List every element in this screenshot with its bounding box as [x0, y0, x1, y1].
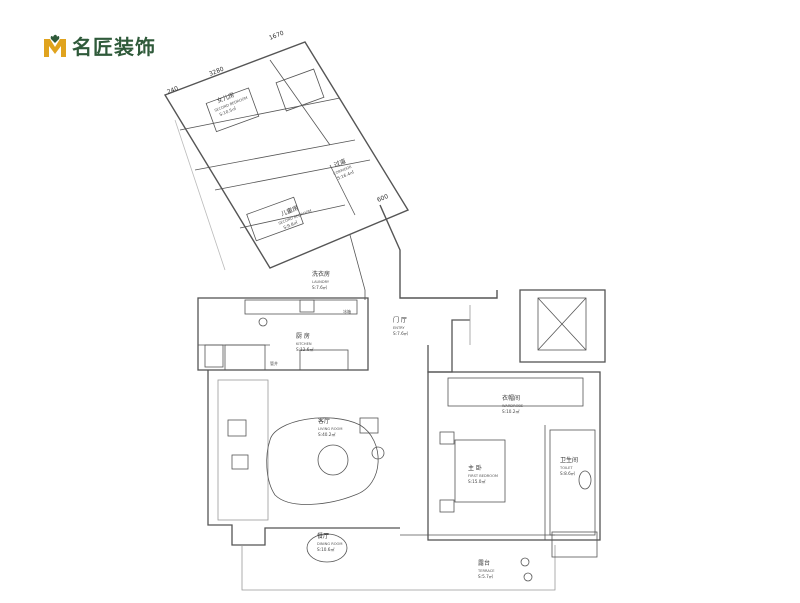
- upper-wing-walls: [163, 41, 410, 271]
- room-en: ENTRY: [393, 326, 405, 330]
- room-name: 衣帽间: [502, 394, 520, 402]
- room-name: 餐厅: [317, 532, 329, 540]
- room-en: FIRST BEDROOM: [468, 474, 498, 478]
- room-label-weishengjian: 卫生间 TOILET S:8.6㎡: [559, 456, 578, 476]
- room-en: LAUNDRY: [312, 280, 330, 284]
- master-suite-walls: [400, 371, 601, 558]
- fridge-label: 冰箱: [343, 308, 351, 314]
- room-area: S:7.6㎡: [393, 330, 409, 336]
- living-walls: [207, 370, 556, 591]
- room-label-lutai: 露台 TERRACE S:5.7㎡: [477, 559, 495, 579]
- room-area: S:40.2㎡: [318, 431, 336, 437]
- room-en: LIVING ROOM: [318, 427, 342, 431]
- brand-mark-icon: [42, 33, 68, 59]
- room-label-xiyifang: 洗衣房 LAUNDRY S:7.6㎡: [312, 270, 330, 290]
- dim-240: 240: [166, 85, 179, 96]
- room-label-menting: 门 厅 ENTRY S:7.6㎡: [393, 316, 409, 336]
- room-area: S:10.6㎡: [317, 546, 335, 552]
- room-en: KITCHEN: [296, 342, 312, 346]
- room-en: TERRACE: [477, 569, 495, 573]
- room-label-zhuwo: 主 卧 FIRST BEDROOM S:15.0㎡: [468, 464, 498, 484]
- room-label-canting: 餐厅 DINING ROOM S:10.6㎡: [317, 532, 342, 552]
- room-name: 厨 房: [296, 332, 310, 340]
- room-label-nuerfang: 女儿房 SECOND BEDROOM S:10.5㎡: [214, 91, 248, 117]
- entry-walls: [427, 289, 606, 373]
- brand-logo: 名匠装饰: [42, 31, 156, 60]
- room-name: 门 厅: [393, 316, 407, 324]
- room-area: S:10.2㎡: [502, 408, 520, 414]
- room-label-guodao: 过道 CORRIDOR S:16.4㎡: [333, 157, 356, 181]
- room-name: 过道: [333, 157, 347, 169]
- room-en: TOILET: [559, 466, 573, 470]
- dim-1670: 1670: [268, 30, 285, 42]
- room-area: S:8.6㎡: [560, 470, 576, 476]
- room-area: S:5.7㎡: [478, 573, 494, 579]
- room-en: CORRIDOR: [333, 165, 353, 176]
- room-name: 客厅: [318, 417, 330, 425]
- kitchen-walls: [197, 297, 369, 371]
- room-area: S:15.0㎡: [468, 478, 486, 484]
- room-en: DINING ROOM: [317, 542, 342, 546]
- room-name: 卫生间: [560, 456, 578, 464]
- room-label-yimaojian: 衣帽间 WARDROBE S:10.2㎡: [502, 394, 524, 414]
- room-label-keting: 客厅 LIVING ROOM S:40.2㎡: [318, 417, 342, 437]
- room-name: 主 卧: [468, 464, 482, 472]
- brand-name: 名匠装饰: [72, 35, 156, 59]
- room-area: S:12.6㎡: [296, 346, 314, 352]
- shaft-label: 管井: [270, 360, 278, 366]
- room-name: 洗衣房: [312, 270, 330, 278]
- room-label-chufang: 厨 房 KITCHEN S:12.6㎡: [296, 332, 314, 352]
- room-name: 露台: [478, 559, 490, 567]
- dim-600: 600: [376, 193, 389, 204]
- room-area: S:9.8㎡: [282, 219, 299, 230]
- room-area: S:7.6㎡: [312, 284, 328, 290]
- room-en: WARDROBE: [502, 404, 524, 408]
